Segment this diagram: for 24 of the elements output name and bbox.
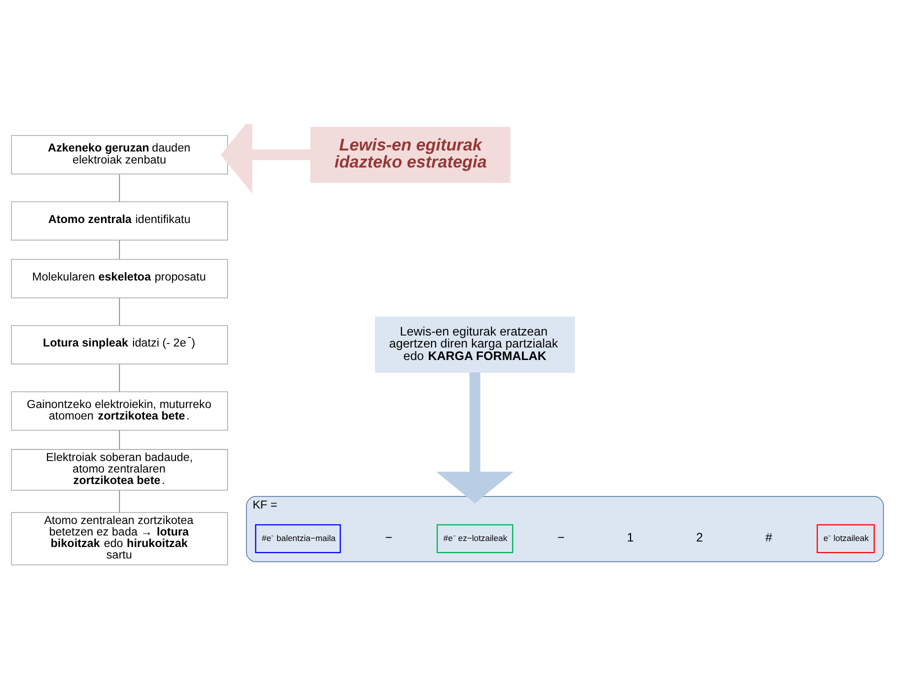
connector bbox=[119, 430, 120, 450]
label: # bbox=[765, 530, 772, 545]
arrow bbox=[436, 372, 514, 504]
node-box: Molekularen eskeletoa proposatu bbox=[11, 259, 228, 298]
connector bbox=[119, 174, 120, 202]
connector bbox=[119, 490, 120, 513]
node-box: Azkeneko geruzan dauden elektroiak zenbatu bbox=[11, 135, 228, 174]
node-box: Elektroiak soberan badaude, atomo zentralaren zortzikotea bete. bbox=[11, 449, 228, 491]
connector bbox=[119, 298, 120, 326]
node-box: e⁻ lotzaileak bbox=[816, 524, 875, 554]
node-box: Lewis-en egiturak idazteko estrategia bbox=[310, 126, 510, 183]
label: − bbox=[558, 530, 565, 545]
node-box: Gainontzeko elektroiekin, muturreko atomoen zortzikotea bete. bbox=[11, 391, 228, 431]
node-box: #e⁻ ez−lotzaileak bbox=[436, 524, 514, 554]
label: 2 bbox=[696, 530, 704, 545]
node-box: Atomo zentrala identifikatu bbox=[11, 201, 228, 241]
node-box: Lewis-en egiturak eratzean agertzen diren karga partzialak edo KARGA FORMALAK bbox=[374, 316, 575, 373]
arrow bbox=[220, 124, 310, 194]
label: 1 bbox=[626, 530, 634, 545]
node-box: Atomo zentralean zortzikotea betetzen ez bada → lotura bikoitzak edo hirukoitzak sartu bbox=[11, 512, 228, 566]
label: − bbox=[385, 530, 392, 545]
connector bbox=[119, 364, 120, 392]
node-box: #e⁻ balentzia−maila bbox=[255, 524, 341, 554]
connector bbox=[119, 240, 120, 260]
